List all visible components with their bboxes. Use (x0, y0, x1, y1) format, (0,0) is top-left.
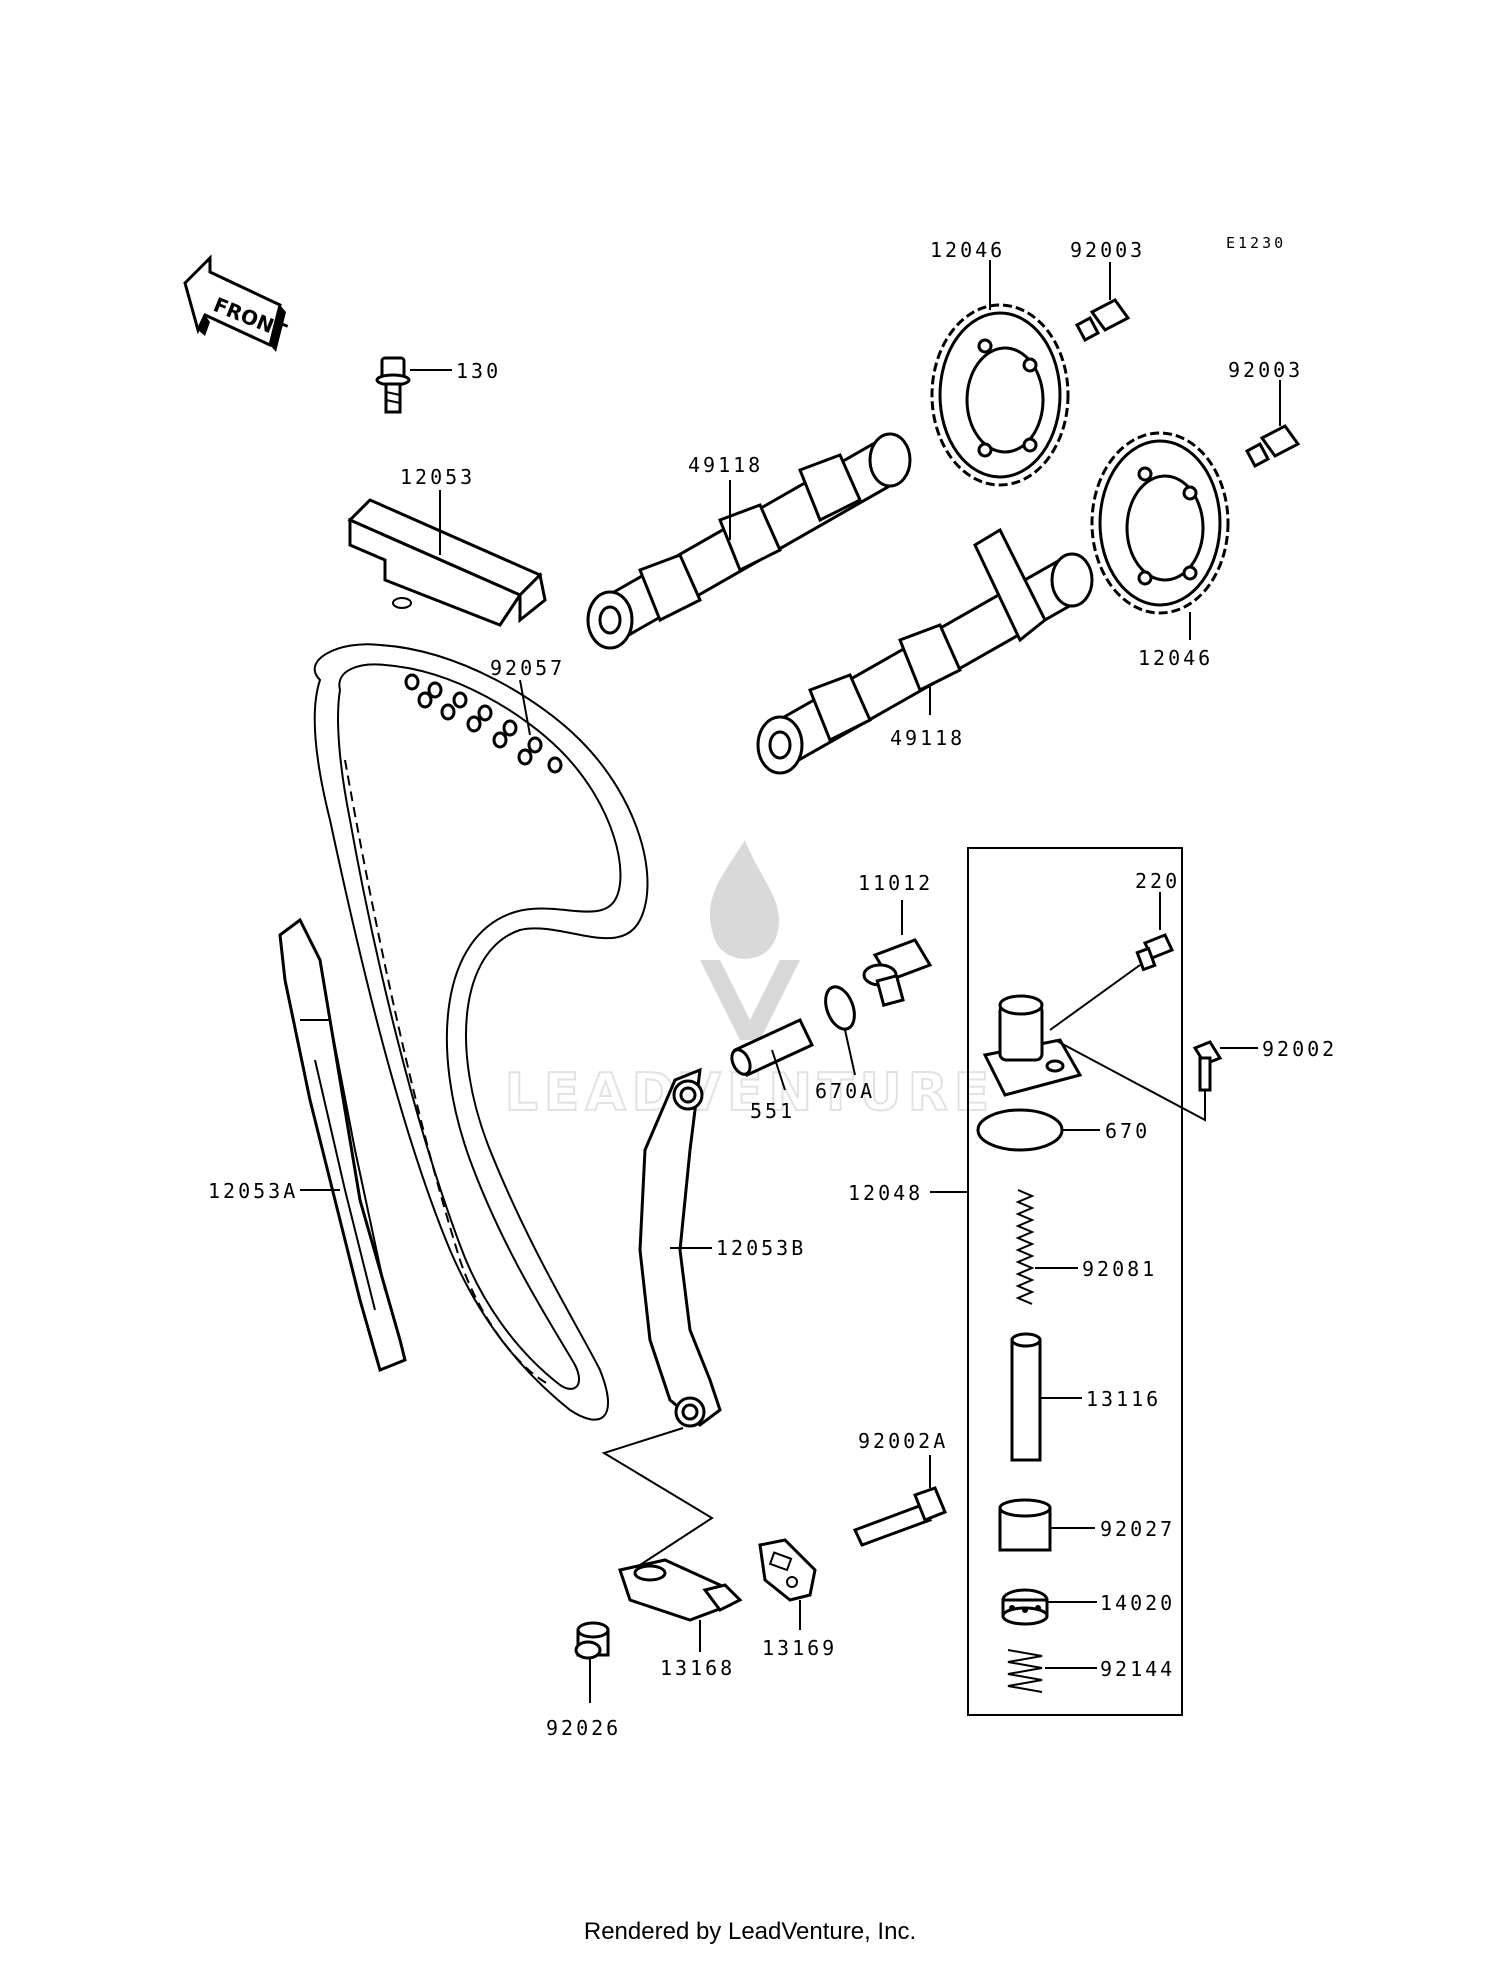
leader-pivot (601, 1427, 714, 1566)
callout-670: 670 (1105, 1119, 1150, 1143)
footer-credit: Rendered by LeadVenture, Inc. (583, 1918, 917, 1945)
callout-551: 551 (750, 1099, 795, 1123)
camshaft-49118-lower (756, 527, 1094, 775)
chain-links-detail (404, 673, 563, 774)
callout-220: 220 (1135, 869, 1180, 893)
o-ring-670A (824, 985, 856, 1076)
timing-chain-92057 (313, 643, 649, 1421)
bolt-220 (1049, 892, 1175, 1031)
spring-92081 (1015, 1189, 1078, 1305)
bolt-130 (375, 356, 452, 414)
callout-92144: 92144 (1100, 1657, 1175, 1681)
spring-92144 (1007, 1649, 1097, 1693)
chain-guide-12053A (278, 917, 407, 1373)
callout-12053: 12053 (400, 465, 475, 489)
chain-guide-12053 (347, 490, 547, 627)
camshaft-49118-upper (586, 432, 912, 650)
callout-92081: 92081 (1082, 1257, 1157, 1281)
callout-92003-b: 92003 (1228, 358, 1303, 382)
pin-551 (730, 1018, 815, 1091)
callout-92002: 92002 (1262, 1037, 1337, 1061)
push-rod-13116 (1010, 1332, 1082, 1462)
ball-guide-14020 (1001, 1588, 1097, 1626)
bushing-92026 (574, 1621, 610, 1703)
callout-670A: 670A (815, 1079, 875, 1103)
callout-12053A: 12053A (208, 1179, 298, 1203)
diagram-code: E1230 (1226, 234, 1286, 252)
callout-92002A: 92002A (858, 1429, 948, 1453)
cam-sprocket-12046-upper (930, 260, 1070, 487)
callout-92003-a: 92003 (1070, 238, 1145, 262)
callout-12048: 12048 (848, 1181, 923, 1205)
o-ring-670 (976, 1108, 1100, 1152)
bolt-92003-b (1244, 380, 1301, 469)
collar-92027 (998, 1498, 1095, 1552)
callout-12046-lower: 12046 (1138, 646, 1213, 670)
cap-bolt-11012 (862, 900, 933, 1007)
callout-14020: 14020 (1100, 1591, 1175, 1615)
bolt-92002 (1192, 1040, 1258, 1092)
stopper-13169 (758, 1538, 817, 1630)
pivot-13168 (618, 1558, 743, 1652)
callout-92057: 92057 (490, 656, 565, 680)
callout-130: 130 (456, 359, 501, 383)
callout-92026: 92026 (546, 1716, 621, 1740)
callout-12046-upper: 12046 (930, 238, 1005, 262)
callout-11012: 11012 (858, 871, 933, 895)
front-arrow-icon: FRONT (183, 254, 290, 352)
callout-12053B: 12053B (716, 1236, 806, 1260)
callout-49118-lower: 49118 (890, 726, 965, 750)
callout-13168: 13168 (660, 1656, 735, 1680)
cam-sprocket-12046-lower (1090, 431, 1230, 640)
callout-49118-upper: 49118 (688, 453, 763, 477)
tensioner-guide-12053B (638, 1067, 722, 1428)
callout-92027: 92027 (1100, 1517, 1175, 1541)
tensioner-assembly-box-12048 (930, 847, 1183, 1716)
tensioner-body (982, 994, 1206, 1122)
bolt-92002A (852, 1455, 947, 1547)
callout-13169: 13169 (762, 1636, 837, 1660)
callout-13116: 13116 (1086, 1387, 1161, 1411)
bolt-92003-a (1074, 262, 1131, 343)
